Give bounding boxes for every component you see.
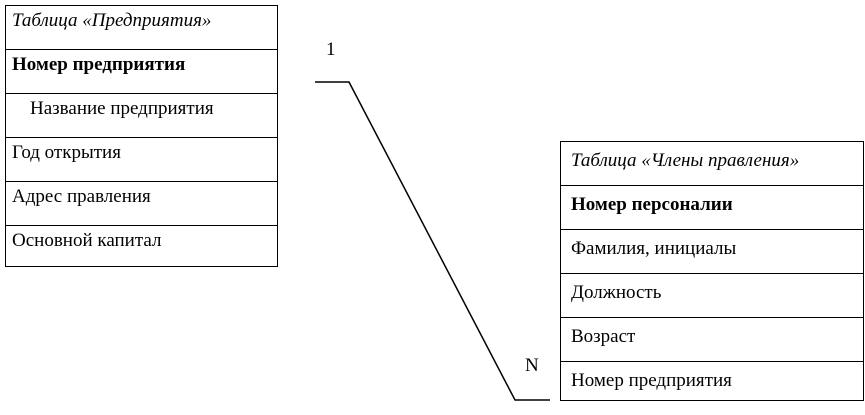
enterprises-field-capital: Основной капитал (12, 230, 162, 251)
enterprises-field-address: Адрес правления (6, 182, 277, 226)
board-members-field-position: Должность (561, 274, 863, 318)
cardinality-one-label: 1 (326, 39, 336, 60)
board-members-foreign-key-field: Номер предприятия (571, 370, 732, 391)
board-members-table: Таблица «Члены правления» Номер персонал… (560, 141, 864, 401)
relationship-line (315, 81, 550, 401)
cardinality-many-label: N (525, 355, 539, 376)
board-members-field-age: Возраст (561, 318, 863, 362)
board-members-field-name: Фамилия, инициалы (561, 230, 863, 274)
board-members-table-title: Таблица «Члены правления» (561, 142, 863, 186)
board-members-primary-key-field: Номер персоналии (561, 186, 863, 230)
enterprises-field-year: Год открытия (6, 138, 277, 182)
enterprises-primary-key-field: Номер предприятия (6, 50, 277, 94)
enterprises-table: Таблица «Предприятия» Номер предприятия … (5, 5, 278, 267)
enterprises-table-title: Таблица «Предприятия» (6, 6, 277, 50)
enterprises-field-name: Название предприятия (6, 94, 277, 138)
